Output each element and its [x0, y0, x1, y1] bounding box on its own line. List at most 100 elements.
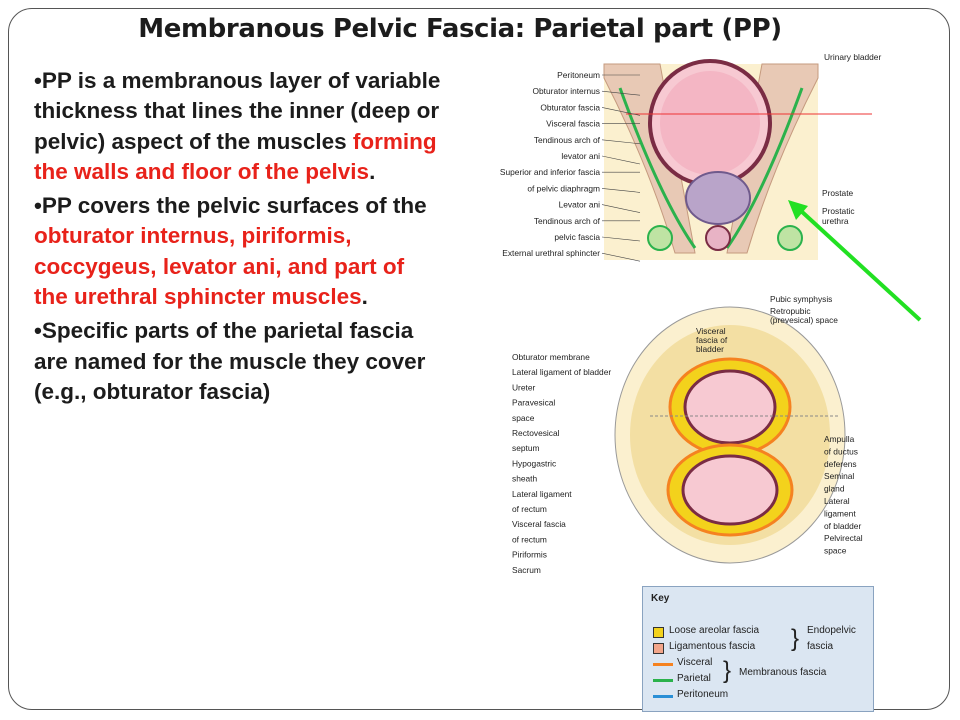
fig1-left-label-3: Visceral fascia — [546, 119, 600, 129]
fig2-right-label-3: Seminal — [824, 471, 854, 481]
fig2-right-label-1: of ductus — [824, 446, 858, 456]
fig1-left-label-9: Tendinous arch of — [534, 216, 601, 226]
fig1-left-label-8: Levator ani — [559, 200, 601, 210]
fig1-left-label-leader-1 — [601, 90, 641, 96]
left-sphincter-shape — [647, 225, 673, 251]
arrow-shaft — [798, 208, 922, 322]
fig1-right-label-2: Prostatic — [822, 206, 855, 216]
membranous-label: Membranous fascia — [739, 667, 827, 678]
prostate-shape — [685, 171, 751, 225]
fig2-left-label-13: Piriformis — [512, 550, 547, 560]
rectum-lumen — [681, 454, 779, 526]
bullet-2-end: . — [361, 284, 368, 310]
bullet-1: •PP is a membranous layer of variable th… — [34, 68, 441, 184]
fig2-right-label-7: of bladder — [824, 521, 861, 531]
fig2-right-label-2: deferens — [824, 459, 857, 469]
fig2-top-label-0: Pubic symphysis — [770, 294, 832, 304]
bullet-1-text: PP is a membranous layer of variable thi… — [34, 68, 441, 154]
fig2-right-label-8: Pelvirectal — [824, 533, 863, 543]
parietal-label: Parietal — [677, 673, 711, 684]
fig2-left-label-0: Obturator membrane — [512, 352, 590, 362]
endopelvic-label-2: fascia — [807, 641, 834, 652]
fig1-left-label-leader-10 — [601, 236, 641, 242]
left-muscle — [603, 63, 696, 254]
fig1-right-label-3: urethra — [822, 216, 849, 226]
peritoneum-label: Peritoneum — [677, 689, 729, 700]
endopelvic-brace: } — [791, 625, 800, 652]
fig2-right-label-0: Ampulla — [824, 434, 855, 444]
bullet-1-end: . — [369, 158, 376, 184]
fig2-left-label-2: Ureter — [512, 382, 535, 392]
urethra-shape — [705, 225, 731, 251]
fig1-left-label-leader-8 — [601, 204, 641, 213]
endopelvic-label-1: Endopelvic — [807, 625, 856, 636]
membranous-brace: } — [723, 657, 732, 684]
bullet-2-text: PP covers the pelvic surfaces of the — [41, 193, 427, 219]
fig2-top-label-4: fascia of — [696, 335, 728, 345]
loose-swatch — [653, 627, 664, 638]
slide-title: Membranous Pelvic Fascia: Parietal part … — [138, 14, 782, 44]
right-sphincter-shape — [777, 225, 803, 251]
ligamentous-swatch — [653, 643, 664, 654]
visceral-line — [653, 663, 673, 666]
fig1-left-label-leader-11 — [601, 252, 641, 262]
bullet-1-highlight: forming the walls and floor of the pelvi… — [34, 128, 437, 184]
fig1-left-label-1: Obturator internus — [533, 86, 601, 96]
fig1-left-label-2: Obturator fascia — [540, 102, 600, 112]
fig1-left-label-0: Peritoneum — [557, 70, 600, 80]
bladder-inner — [660, 71, 760, 175]
fig2-left-label-6: septum — [512, 443, 539, 453]
loose-label: Loose areolar fascia — [669, 625, 760, 636]
fig2-left-label-12: of rectum — [512, 534, 547, 544]
fig2-right-label-9: space — [824, 546, 847, 556]
fig2-top-label-2: (prevesical) space — [770, 315, 838, 325]
fig1-left-label-leader-2 — [601, 107, 641, 116]
ligamentous-label: Ligamentous fascia — [669, 641, 756, 652]
fig2-left-label-8: sheath — [512, 474, 537, 484]
fig2-right-label-5: Lateral — [824, 496, 850, 506]
bullet-3-text: Specific parts of the parietal fascia ar… — [34, 318, 426, 404]
key-heading: Key — [651, 593, 670, 604]
slide-frame — [8, 8, 950, 710]
key-legend: Key Loose areolar fascia Ligamentous fas… — [642, 586, 874, 712]
fig2-left-label-1: Lateral ligament of bladder — [512, 367, 611, 377]
fig1-left-label-10: pelvic fascia — [554, 232, 600, 242]
fig2-top-label-3: Visceral — [696, 326, 726, 336]
bladder-lumen — [683, 369, 777, 445]
fig2-left-label-4: space — [512, 413, 535, 423]
fig1-left-label-5: levator ani — [561, 151, 600, 161]
fig2-top-label-5: bladder — [696, 344, 724, 354]
fig2-left-label-9: Lateral ligament — [512, 489, 572, 499]
visceral-label: Visceral — [677, 657, 713, 668]
fig2-right-label-4: gland — [824, 484, 845, 494]
bullet-2: •PP covers the pelvic surfaces of the ob… — [34, 193, 427, 310]
arrow-head — [788, 200, 808, 220]
fig1-left-label-7: of pelvic diaphragm — [527, 183, 600, 193]
bullet-2-highlight: obturator internus, piriformis, coccygeu… — [34, 223, 405, 310]
bullet-list: •PP is a membranous layer of variable th… — [34, 66, 444, 411]
peritoneum-line — [653, 695, 673, 698]
bullet-3: •Specific parts of the parietal fascia a… — [34, 318, 426, 404]
fig1-left-label-6: Superior and inferior fascia — [500, 167, 600, 177]
fig2-left-label-5: Rectovesical — [512, 428, 560, 438]
fig1-right-label-0: Urinary bladder — [824, 52, 881, 62]
fig2-left-label-10: of rectum — [512, 504, 547, 514]
fig1-left-label-4: Tendinous arch of — [534, 135, 601, 145]
fig2-right-label-6: ligament — [824, 508, 856, 518]
fig1-left-label-leader-5 — [601, 155, 641, 165]
right-muscle — [726, 63, 819, 254]
fig2-left-label-14: Sacrum — [512, 565, 541, 575]
fig2-left-label-3: Paravesical — [512, 398, 555, 408]
fig2-top-label-1: Retropubic — [770, 306, 811, 316]
parietal-line — [653, 679, 673, 682]
green-arrow — [788, 200, 922, 322]
fig2-left-label-11: Visceral fascia — [512, 519, 566, 529]
fig2-left-label-7: Hypogastric — [512, 458, 556, 468]
